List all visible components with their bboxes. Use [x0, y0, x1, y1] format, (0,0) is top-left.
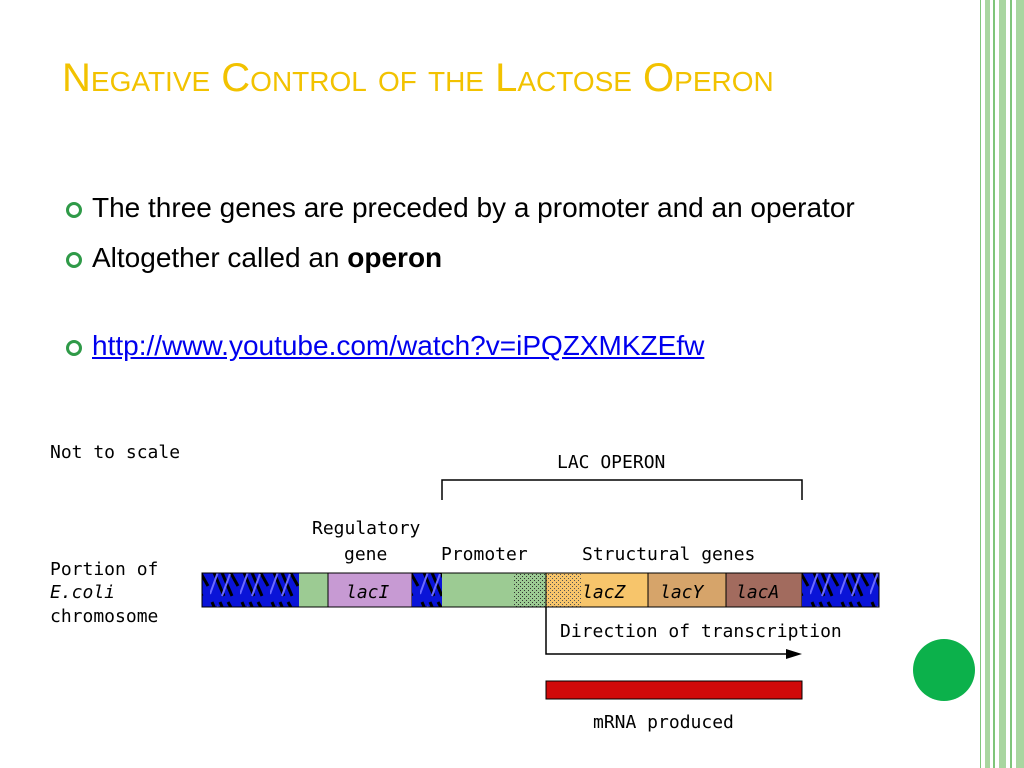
- slide-title: Negative Control of the Lactose Operon: [62, 56, 774, 100]
- transcription-line: [545, 607, 790, 655]
- lacy-label: lacY: [660, 582, 705, 603]
- portion-label-1: Portion of: [50, 559, 158, 580]
- lacz-label: lacZ: [582, 582, 627, 603]
- bullet-text: The three genes are preceded by a promot…: [92, 192, 855, 223]
- bullet-item: http://www.youtube.com/watch?v=iPQZXMKZE…: [64, 326, 874, 366]
- decorative-green-circle: [913, 639, 975, 701]
- lacz-gene: [582, 573, 648, 607]
- frame-line-1: [980, 0, 981, 768]
- frame-line-4: [999, 0, 1006, 768]
- operator-dotted-region: [546, 573, 582, 607]
- chromosome-outline: [201, 572, 880, 608]
- structural-genes-label: Structural genes: [582, 544, 755, 565]
- frame-line-6: [1016, 0, 1024, 768]
- bullet-text: Altogether called an: [92, 242, 348, 273]
- direction-label: Direction of transcription: [560, 621, 842, 642]
- laci-label: lacI: [346, 582, 390, 603]
- bullet-circle-icon: [66, 202, 82, 218]
- bullet-circle-icon: [66, 340, 82, 356]
- laci-gene: [327, 572, 413, 608]
- portion-label-3: chromosome: [50, 606, 158, 627]
- regulatory-gene-label: Regulatory: [312, 518, 421, 539]
- laca-label: lacA: [736, 582, 779, 603]
- dna-segment-mid: [412, 573, 442, 607]
- youtube-link[interactable]: http://www.youtube.com/watch?v=iPQZXMKZE…: [92, 330, 705, 361]
- regulatory-gene-label-2: gene: [344, 544, 387, 565]
- dna-segment-right: [802, 573, 879, 607]
- bullet-list: The three genes are preceded by a promot…: [64, 188, 874, 366]
- bullet-item: The three genes are preceded by a promot…: [64, 188, 874, 228]
- bullet-circle-icon: [66, 252, 82, 268]
- portion-label-2: E.coli: [50, 582, 115, 603]
- promoter-label: Promoter: [441, 544, 528, 565]
- promoter-region: [442, 573, 514, 607]
- promoter-dotted-region: [514, 573, 546, 607]
- frame-line-2: [985, 0, 990, 768]
- mrna-bar: [545, 680, 803, 700]
- lac-operon-diagram: Not to scale LAC OPERON Regulatory gene …: [50, 442, 880, 733]
- mrna-label: mRNA produced: [593, 712, 734, 733]
- green-spacer: [299, 573, 328, 607]
- operon-bracket: [441, 479, 803, 500]
- bold-term: operon: [347, 242, 443, 273]
- lac-operon-label: LAC OPERON: [557, 452, 665, 473]
- bullet-item: Altogether called an operon: [64, 238, 874, 278]
- transcription-arrow-icon: [786, 649, 802, 659]
- dna-segment-left: [202, 573, 299, 607]
- frame-line-3: [993, 0, 995, 768]
- not-to-scale-label: Not to scale: [50, 442, 180, 463]
- frame-line-5: [1010, 0, 1012, 768]
